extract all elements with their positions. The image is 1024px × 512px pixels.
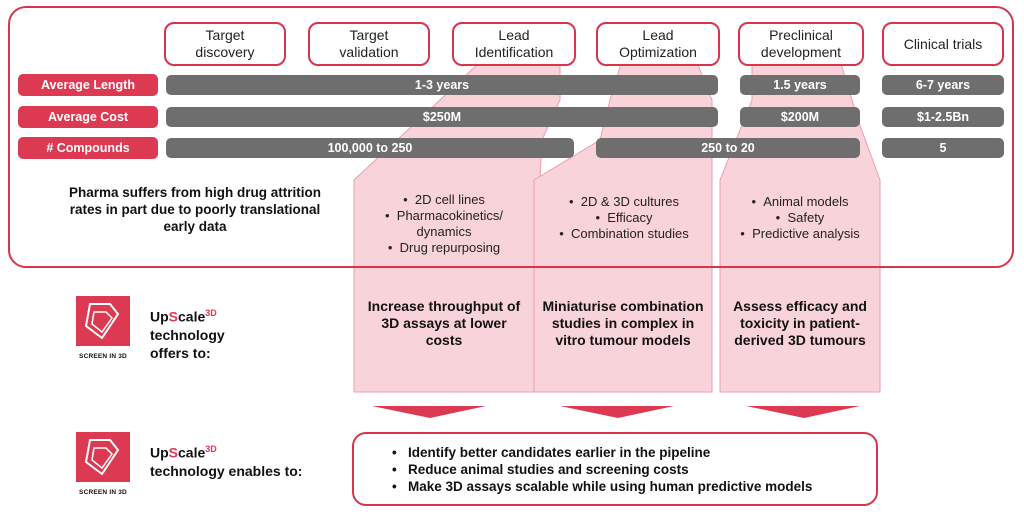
compounds-bar-early: 100,000 to 250 bbox=[166, 138, 574, 158]
compounds-bar-clinical: 5 bbox=[882, 138, 1004, 158]
offers-caption: technology offers to: bbox=[150, 326, 225, 361]
row-label-average-length: Average Length bbox=[18, 74, 158, 96]
stage-lead-identification: Lead Identification bbox=[452, 22, 576, 66]
bullets-preclinical: Animal models Safety Predictive analysis bbox=[724, 194, 876, 242]
screenin3d-logo-2: SCREEN IN 3D bbox=[72, 432, 134, 496]
list-item: 2D & 3D cultures bbox=[538, 194, 710, 210]
row-label-average-cost: Average Cost bbox=[18, 106, 158, 128]
list-item: Pharmacokinetics/ dynamics bbox=[358, 208, 530, 240]
list-item: Safety bbox=[724, 210, 876, 226]
enables-list: Identify better candidates earlier in th… bbox=[392, 444, 876, 495]
stage-target-validation: Target validation bbox=[308, 22, 430, 66]
brand-cale: cale bbox=[178, 444, 206, 461]
brand-s: S bbox=[168, 308, 179, 325]
list-item: Reduce animal studies and screening cost… bbox=[392, 461, 876, 478]
enables-caption: technology enables to: bbox=[150, 462, 303, 479]
list-item: Make 3D assays scalable while using huma… bbox=[392, 478, 876, 495]
list-item: Identify better candidates earlier in th… bbox=[392, 444, 876, 461]
row-label-compounds: # Compounds bbox=[18, 137, 158, 159]
list-item: 2D cell lines bbox=[358, 192, 530, 208]
arrow-down-1 bbox=[372, 406, 486, 418]
offer-throughput: Increase throughput of 3D assays at lowe… bbox=[367, 298, 521, 348]
stage-lead-optimization: Lead Optimization bbox=[596, 22, 720, 66]
compounds-bar-mid: 250 to 20 bbox=[596, 138, 860, 158]
offer-miniaturise: Miniaturise combination studies in compl… bbox=[542, 298, 704, 348]
enables-box: Identify better candidates earlier in th… bbox=[352, 432, 878, 506]
list-item: Drug repurposing bbox=[358, 240, 530, 256]
stage-preclinical-development: Preclinical development bbox=[738, 22, 864, 66]
length-bar-early: 1-3 years bbox=[166, 75, 718, 95]
length-bar-clinical: 6-7 years bbox=[882, 75, 1004, 95]
list-item: Animal models bbox=[724, 194, 876, 210]
brand-up: Up bbox=[150, 308, 169, 325]
brand-sup: 3D bbox=[205, 308, 217, 318]
bullets-lead-optimization: 2D & 3D cultures Efficacy Combination st… bbox=[538, 194, 710, 242]
cost-bar-clinical: $1-2.5Bn bbox=[882, 107, 1004, 127]
screenin3d-logo: SCREEN IN 3D bbox=[72, 296, 134, 360]
logo-mark-icon bbox=[76, 296, 130, 346]
length-bar-preclinical: 1.5 years bbox=[740, 75, 860, 95]
problem-statement: Pharma suffers from high drug attrition … bbox=[68, 185, 322, 234]
brand-cale: cale bbox=[178, 308, 206, 325]
cost-bar-early: $250M bbox=[166, 107, 718, 127]
bullets-lead-identification: 2D cell lines Pharmacokinetics/ dynamics… bbox=[358, 192, 530, 256]
list-item: Combination studies bbox=[538, 226, 710, 242]
logo-caption: SCREEN IN 3D bbox=[79, 489, 127, 496]
list-item: Predictive analysis bbox=[724, 226, 876, 242]
brand-offers-text: UpScale3D technology offers to: bbox=[150, 304, 260, 362]
arrow-down-2 bbox=[560, 406, 674, 418]
stage-clinical-trials: Clinical trials bbox=[882, 22, 1004, 66]
brand-sup: 3D bbox=[205, 444, 217, 454]
pipeline-frame bbox=[8, 6, 1014, 268]
cost-bar-preclinical: $200M bbox=[740, 107, 860, 127]
logo-caption: SCREEN IN 3D bbox=[79, 353, 127, 360]
stage-target-discovery: Target discovery bbox=[164, 22, 286, 66]
arrow-down-3 bbox=[746, 406, 860, 418]
brand-enables-text: UpScale3D technology enables to: bbox=[150, 440, 330, 480]
brand-s: S bbox=[168, 444, 179, 461]
offer-assess: Assess efficacy and toxicity in patient-… bbox=[733, 298, 867, 348]
brand-up: Up bbox=[150, 444, 169, 461]
logo-mark-icon bbox=[76, 432, 130, 482]
list-item: Efficacy bbox=[538, 210, 710, 226]
